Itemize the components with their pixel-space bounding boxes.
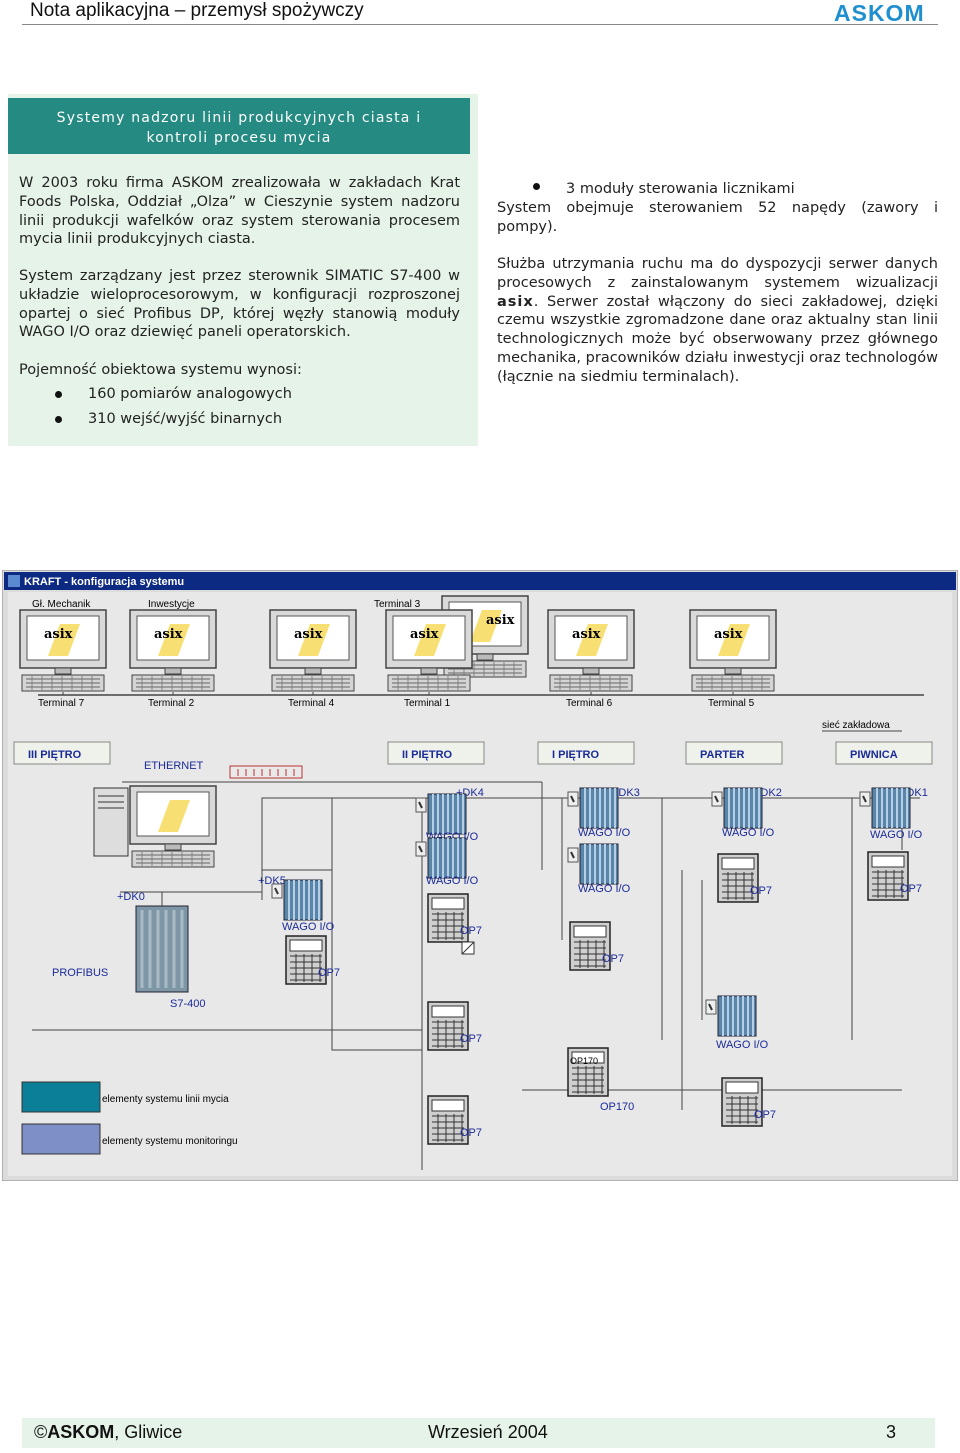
op7-label: OP7	[460, 1127, 482, 1139]
terminal-top-label: Gł. Mechanik	[32, 599, 91, 610]
header-divider	[22, 24, 938, 25]
page-number: 3	[886, 1422, 897, 1442]
wago-label: WAGO I/O	[282, 921, 335, 933]
terminal-label: Terminal 7	[38, 698, 85, 709]
wago-label: WAGO I/O	[870, 829, 923, 841]
footer-company: ©ASKOM, Gliwice	[34, 1422, 183, 1442]
floor-badge	[835, 741, 933, 765]
terminal-monitor	[129, 609, 217, 692]
bullet-dot	[533, 183, 540, 190]
d-title: KRAFT - konfiguracja systemu	[24, 576, 184, 588]
system-diagram: KRAFT - konfiguracja systemu sieć zakład…	[2, 570, 958, 1181]
wago-label: WAGO I/O	[426, 875, 479, 887]
screen-label: asix	[486, 613, 515, 628]
capacity-heading: Pojemność obiektowa systemu wynosi:	[19, 362, 302, 378]
terminal-top-label: Terminal 3	[374, 599, 421, 610]
wago-label: WAGO I/O	[578, 883, 631, 895]
dk-label: +DK3	[612, 787, 640, 799]
terminal-monitor	[385, 609, 473, 692]
footer-date: Wrzesień 2004	[428, 1422, 548, 1442]
asix-name: asix	[497, 293, 534, 310]
d-eth: ETHERNET	[144, 760, 204, 772]
floor-label: PIWNICA	[850, 749, 898, 761]
floor-label: II PIĘTRO	[402, 749, 453, 761]
terminal-top-label: Inwestycje	[148, 599, 195, 610]
server-paragraph: Służba utrzymania ruchu ma do dyspozycji…	[497, 256, 938, 385]
screen-label: asix	[154, 627, 183, 642]
d-profibus: PROFIBUS	[52, 967, 108, 979]
bullet-dot	[55, 391, 62, 398]
op7-label: OP7	[460, 1033, 482, 1045]
d-s7: S7-400	[170, 998, 205, 1010]
terminal-monitor	[547, 609, 635, 692]
wago-label: WAGO I/O	[578, 827, 631, 839]
op7-label: OP7	[900, 883, 922, 895]
op7-label: OP7	[460, 925, 482, 937]
wago-label: WAGO I/O	[716, 1039, 769, 1051]
bullet-item: 3 moduły sterowania licznikami	[566, 181, 795, 197]
terminal-monitor	[269, 609, 357, 692]
drives-paragraph: System obejmuje sterowaniem 52 napędy (z…	[497, 200, 938, 235]
page-header-title: Nota aplikacyjna – przemysł spożywczy	[30, 0, 364, 21]
intro-paragraph: W 2003 roku firma ASKOM zrealizowała w z…	[19, 175, 460, 248]
section-title-line1: Systemy nadzoru linii produkcyjnych cias…	[56, 110, 422, 126]
terminal-monitor	[19, 609, 107, 692]
section-title: Systemy nadzoru linii produkcyjnych cias…	[8, 98, 470, 154]
dk-label: +DK0	[117, 891, 145, 903]
d-leg2: elementy systemu monitoringu	[102, 1136, 238, 1147]
op170-panel-label: OP170	[570, 1056, 598, 1066]
floor-badge	[13, 741, 111, 765]
terminal-label: Terminal 6	[566, 698, 613, 709]
terminal-monitor	[689, 609, 777, 692]
op7-label: OP7	[602, 953, 624, 965]
floor-label: I PIĘTRO	[552, 749, 600, 761]
screen-label: asix	[572, 627, 601, 642]
op7-label: OP7	[318, 967, 340, 979]
terminal-label: Terminal 1	[404, 698, 451, 709]
floor-badge	[387, 741, 485, 765]
system-paragraph: System zarządzany jest przez sterownik S…	[19, 268, 460, 341]
screen-label: asix	[294, 627, 323, 642]
op7-label: OP7	[754, 1109, 776, 1121]
terminal-label: Terminal 4	[288, 698, 335, 709]
op7-label: OP7	[750, 885, 772, 897]
footer-bar	[22, 1418, 935, 1448]
floor-label: III PIĘTRO	[28, 749, 82, 761]
section-title-line2: kontroli procesu mycia	[146, 130, 332, 146]
d-leg1: elementy systemu linii mycia	[102, 1094, 229, 1105]
terminal-label: Terminal 5	[708, 698, 755, 709]
askom-logo: ASKOM	[834, 0, 925, 26]
bullet-dot	[55, 416, 62, 423]
bullet-item: 310 wejść/wyjść binarnych	[88, 411, 283, 427]
bullet-item: 160 pomiarów analogowych	[88, 386, 292, 402]
screen-label: asix	[714, 627, 743, 642]
wago-label: WAGO I/O	[722, 827, 775, 839]
screen-label: asix	[44, 627, 73, 642]
floor-badge	[685, 741, 783, 765]
floor-label: PARTER	[700, 749, 744, 761]
terminal-label: Terminal 2	[148, 698, 195, 709]
floor-badge	[537, 741, 635, 765]
screen-label: asix	[410, 627, 439, 642]
op170-label: OP170	[600, 1101, 634, 1113]
d-net: sieć zakładowa	[822, 720, 890, 731]
